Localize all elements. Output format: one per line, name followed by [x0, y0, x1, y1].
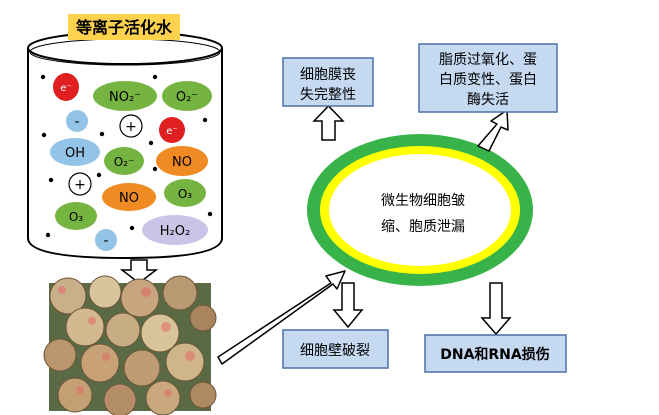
arrow-down-icon	[332, 282, 364, 329]
nitric-oxide-bubble	[102, 183, 156, 211]
lychee-highlights	[58, 286, 195, 397]
hydrogen-peroxide-bubble	[142, 215, 208, 245]
cell-text-line2: 缩、胞质泄漏	[381, 219, 465, 235]
minus-ion	[95, 229, 117, 251]
arrow-down-icon	[119, 259, 159, 284]
superoxide-label: O₂⁻	[114, 155, 135, 169]
cell-text-line1: 微生物细胞皱	[381, 193, 465, 209]
box-membrane-line1: 细胞膜丧	[300, 67, 356, 83]
electron-label: e⁻	[166, 126, 177, 137]
electron-bubble	[53, 73, 79, 101]
cylinder-title: 等离子活化水	[75, 18, 173, 37]
lychee-fruits	[43, 275, 217, 415]
cylinder-title-bg	[68, 14, 180, 40]
particle-dots	[40, 74, 213, 238]
microbial-cell: 微生物细胞皱 缩、胞质泄漏	[307, 134, 533, 286]
ozone-bubble	[164, 179, 206, 207]
box-lipid-protein: 脂质过氧化、蛋 白质变性、蛋白 酶失活	[418, 43, 558, 113]
superoxide-label: O₂⁻	[176, 90, 198, 105]
no2-label: NO₂⁻	[109, 90, 141, 105]
box-membrane-line2: 失完整性	[300, 87, 356, 103]
nitric-oxide-label: NO	[119, 191, 139, 206]
hydroxyl-label: OH	[65, 146, 85, 161]
cylinder: 等离子活化水 e⁻ NO₂⁻ O₂⁻ - + e⁻ OH	[27, 14, 223, 260]
electron-bubble	[159, 117, 185, 143]
box-membrane: 细胞膜丧 失完整性	[282, 57, 374, 107]
minus-ion-label: -	[103, 233, 108, 249]
plus-ion-label: +	[125, 119, 137, 135]
cell-cytoplasm	[329, 154, 511, 266]
plus-ion	[68, 172, 92, 196]
ozone-bubble	[55, 202, 97, 230]
box-cell-wall: 细胞壁破裂	[282, 329, 389, 369]
box-dna-rna-text: DNA和RNA损伤	[440, 346, 550, 363]
plus-ion-label: +	[74, 177, 86, 193]
box-cell-wall-text: 细胞壁破裂	[300, 343, 370, 359]
ozone-label: O₃	[178, 187, 192, 201]
arrow-down-icon	[480, 282, 512, 336]
hydrogen-peroxide-label: H₂O₂	[160, 224, 190, 239]
minus-ion-label: -	[74, 114, 79, 130]
lychee-photo	[43, 275, 217, 415]
superoxide-bubble	[162, 81, 212, 111]
arrow-up-icon	[312, 104, 345, 141]
arrow-diagonal-icon	[217, 270, 346, 365]
plus-ion	[119, 114, 143, 138]
box-lipid-line1: 脂质过氧化、蛋	[439, 52, 537, 68]
electron-label: e⁻	[60, 83, 71, 94]
arrow-up-right-icon	[477, 109, 509, 152]
box-lipid-line3: 酶失活	[467, 92, 509, 108]
minus-ion	[66, 110, 88, 132]
superoxide-bubble	[104, 147, 144, 175]
box-lipid-line2: 白质变性、蛋白	[439, 72, 537, 88]
ozone-label: O₃	[69, 210, 83, 224]
no2-bubble	[93, 81, 157, 111]
nitric-oxide-label: NO	[172, 155, 192, 170]
species-group: e⁻ NO₂⁻ O₂⁻ - + e⁻ OH O₂⁻ NO	[40, 73, 213, 251]
hydroxyl-bubble	[50, 138, 100, 166]
nitric-oxide-bubble	[156, 146, 208, 176]
box-dna-rna: DNA和RNA损伤	[424, 334, 567, 373]
